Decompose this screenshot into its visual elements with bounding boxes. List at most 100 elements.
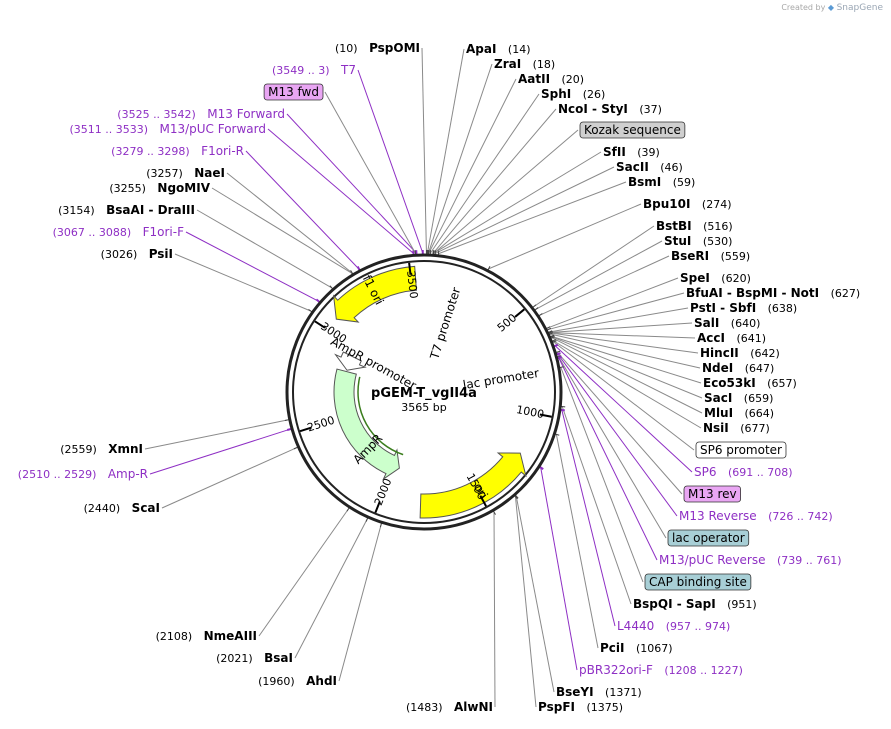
leader-line — [561, 406, 632, 605]
feature-box — [263, 83, 324, 101]
enzyme-label: (3255) NgoMIV — [109, 181, 210, 195]
enzyme-label: SalI (640) — [694, 316, 760, 330]
primer-name: M13 Reverse — [679, 509, 757, 523]
leader-line — [427, 63, 493, 254]
leader-line — [550, 333, 701, 369]
backbone-outer-ring — [285, 253, 563, 531]
leader-line — [149, 428, 291, 475]
enzyme-name: SacII — [616, 160, 649, 174]
label-gap — [496, 42, 507, 56]
ruler-tick — [479, 495, 487, 507]
primer-label: SP6 (691 .. 708) — [694, 465, 793, 479]
label-gap — [757, 509, 768, 523]
leader-line — [258, 508, 349, 637]
leader-line — [549, 322, 693, 333]
enzyme-name: SpeI — [680, 271, 710, 285]
site-coordinate: (642) — [750, 347, 780, 360]
label-gap — [146, 181, 157, 195]
label-gap — [571, 87, 582, 101]
enzyme-label: NsiI (677) — [703, 421, 770, 435]
backbone-inner-ring — [292, 260, 556, 524]
label-gap — [192, 629, 203, 643]
leader-line — [338, 524, 382, 682]
site-coordinate: (3279 .. 3298) — [111, 145, 190, 158]
enzyme-name: AhdI — [306, 674, 337, 688]
leader-line — [549, 332, 696, 339]
enzyme-label: BseYI (1371) — [556, 685, 642, 699]
feature-box-label: lac operator — [672, 531, 745, 545]
site-coordinate: (3549 .. 3) — [272, 64, 330, 77]
plasmid-length: 3565 bp — [401, 401, 446, 414]
ruler-tick — [514, 308, 525, 318]
enzyme-label: BspQI - SapI (951) — [633, 597, 757, 611]
site-coordinate: (516) — [703, 220, 733, 233]
ruler-tick — [314, 320, 326, 329]
enzyme-name: ApaI — [466, 42, 496, 56]
enzyme-label: (2440) ScaI — [84, 501, 160, 515]
site-coordinate: (957 .. 974) — [666, 620, 731, 633]
feature-arc-ori — [419, 452, 527, 519]
leader-line — [428, 78, 517, 254]
label-gap — [521, 57, 532, 71]
enzyme-name: BsaAI - DraIII — [106, 203, 195, 217]
enzyme-label: Eco53kI (657) — [703, 376, 797, 390]
enzyme-name: NmeAIII — [204, 629, 257, 643]
enzyme-name: ScaI — [132, 501, 160, 515]
leader-line — [185, 231, 319, 302]
enzyme-label: (3154) BsaAI - DraIII — [58, 203, 195, 217]
site-coordinate: (2021) — [216, 652, 253, 665]
leader-line — [429, 93, 540, 254]
enzyme-name: PciI — [600, 641, 625, 655]
enzyme-label: SacII (46) — [616, 160, 683, 174]
enzyme-name: SalI — [694, 316, 719, 330]
site-coordinate: (641) — [736, 332, 766, 345]
enzyme-label: (2559) XmnI — [60, 442, 143, 456]
leader-line — [432, 108, 557, 254]
enzyme-label: SacI (659) — [704, 391, 773, 405]
leader-line — [144, 419, 288, 450]
site-coordinate: (274) — [702, 198, 732, 211]
leader-line — [560, 367, 644, 583]
enzyme-name: BseYI — [556, 685, 594, 699]
leader-line — [324, 91, 416, 254]
site-coordinate: (726 .. 742) — [768, 510, 833, 523]
enzyme-label: PciI (1067) — [600, 641, 673, 655]
enzyme-label: (1960) AhdI — [258, 674, 337, 688]
label-gap — [330, 63, 341, 77]
site-coordinate: (2108) — [156, 630, 193, 643]
plasmid-center: pGEM-T_vgII4a 3565 bp — [371, 386, 477, 414]
leader-line — [433, 129, 579, 254]
label-gap — [120, 501, 131, 515]
primer-label: (3549 .. 3) T7 — [272, 63, 356, 77]
enzyme-name: NdeI — [702, 361, 733, 375]
enzyme-label: (2021) BsaI — [216, 651, 293, 665]
leader-line — [547, 277, 679, 329]
site-coordinate: (657) — [767, 377, 797, 390]
feature-box — [579, 121, 686, 139]
enzyme-name: NcoI - StyI — [558, 102, 628, 116]
feature-box — [667, 529, 750, 547]
primer-name: M13 Forward — [207, 107, 285, 121]
primer-label: (2510 .. 2529) Amp-R — [18, 467, 148, 481]
label-gap — [661, 175, 672, 189]
feature-box-label: CAP binding site — [649, 575, 747, 589]
leader-line — [515, 495, 555, 693]
enzyme-name: BsaI — [264, 651, 293, 665]
enzyme-name: MluI — [704, 406, 733, 420]
leader-line — [548, 292, 685, 331]
label-gap — [692, 219, 703, 233]
site-coordinate: (3026) — [101, 248, 138, 261]
leader-line — [556, 351, 683, 495]
leader-line — [561, 409, 616, 627]
primer-label: M13 Reverse (726 .. 742) — [679, 509, 833, 523]
ruler-tick — [374, 501, 381, 513]
site-coordinate: (46) — [660, 161, 683, 174]
label-gap — [716, 597, 727, 611]
site-coordinate: (620) — [721, 272, 751, 285]
enzyme-label: NcoI - StyI (37) — [558, 102, 662, 116]
leader-line — [226, 172, 353, 274]
feature-box-label: M13 rev — [688, 487, 737, 501]
leader-line — [552, 340, 702, 429]
site-coordinate: (638) — [768, 302, 798, 315]
